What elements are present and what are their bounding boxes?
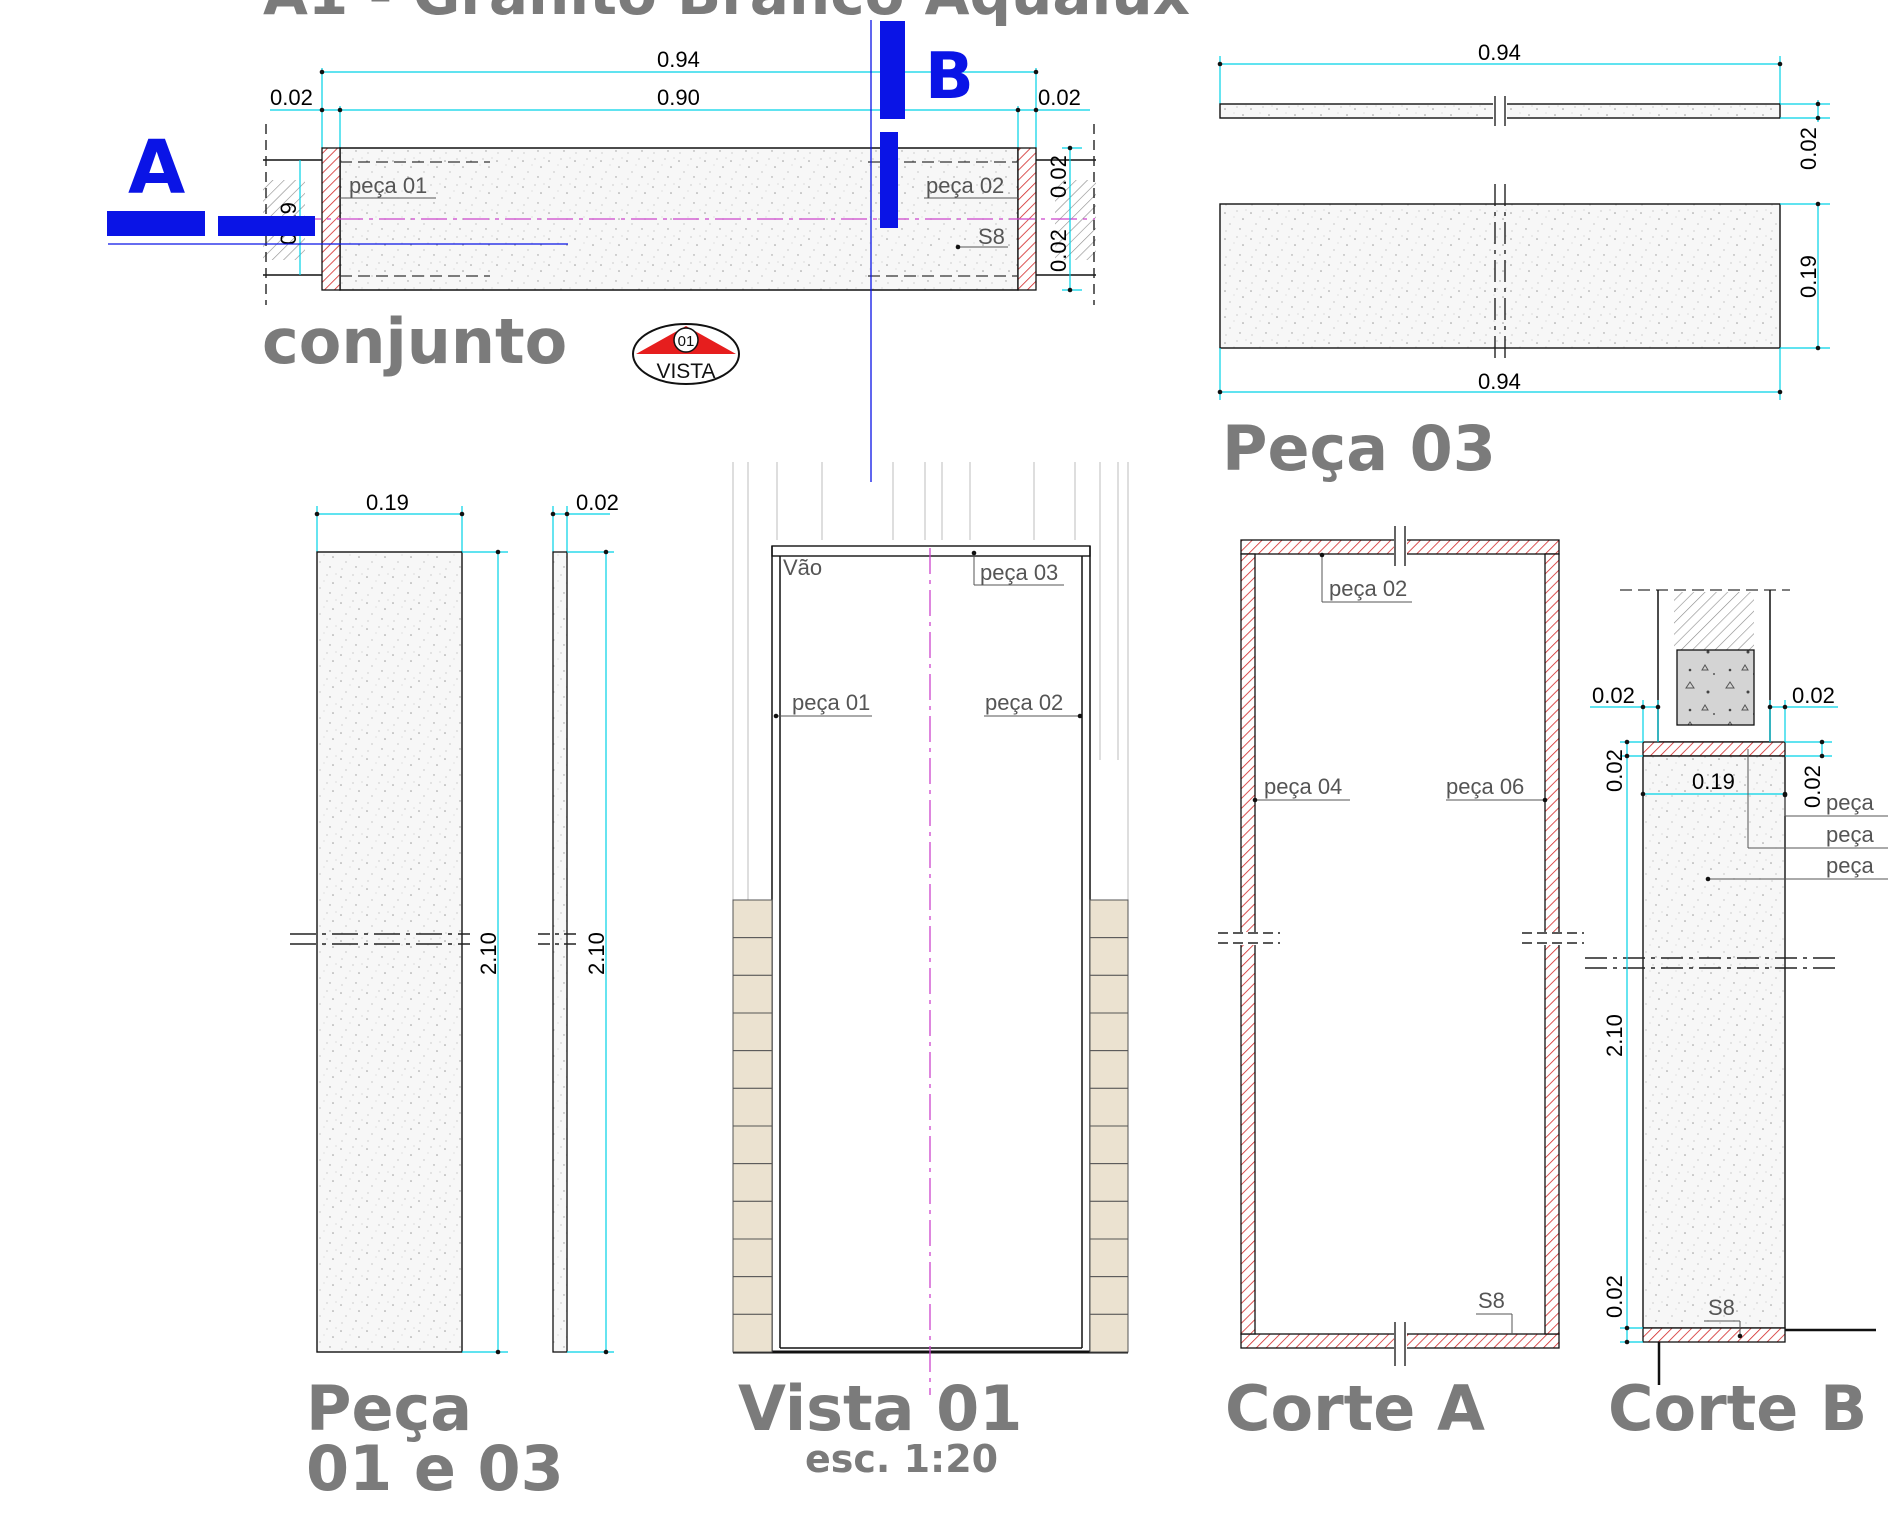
wall-tile bbox=[732, 937, 773, 976]
peca01e03-title-line2: 01 e 03 bbox=[306, 1432, 564, 1505]
conjunto-dim-side-bottom: 0.02 bbox=[1046, 229, 1071, 272]
tile-column-right bbox=[1089, 899, 1129, 1353]
conjunto-dim-inner: 0.90 bbox=[657, 85, 700, 110]
conjunto-dim-total: 0.94 bbox=[657, 47, 700, 72]
peca01e03-dim-height-b: 2.10 bbox=[584, 932, 609, 975]
wall-tile bbox=[1089, 1012, 1129, 1052]
section-marker-b-letter: B bbox=[925, 40, 974, 114]
section-marker-b-bar-top bbox=[880, 21, 905, 119]
conjunto-dim-right: 0.02 bbox=[1038, 85, 1081, 110]
corteA-label-peca02: peça 02 bbox=[1329, 576, 1407, 601]
wall-tile bbox=[1089, 974, 1129, 1014]
wall-tile bbox=[1089, 1238, 1129, 1278]
corteB-dim-top-v: 0.02 bbox=[1602, 749, 1627, 792]
vista01-scale: esc. 1:20 bbox=[805, 1437, 998, 1481]
wall-tile bbox=[732, 1313, 773, 1353]
wall-tile bbox=[732, 1200, 773, 1240]
section-marker-b-bar-bottom bbox=[880, 132, 898, 228]
corteA-section: peça 02 peça 04 peça 06 S8 Corte A bbox=[1218, 526, 1584, 1445]
vista01-title: Vista 01 bbox=[738, 1372, 1022, 1445]
peca03-dim-top: 0.94 bbox=[1478, 40, 1521, 65]
peca03-dim-bottom: 0.94 bbox=[1478, 369, 1521, 394]
vista-badge-word: VISTA bbox=[656, 360, 715, 383]
wall-tile bbox=[1089, 1125, 1129, 1165]
tile-column-left bbox=[732, 899, 773, 1353]
wall-tile bbox=[732, 1125, 773, 1165]
vista01-label-peca01: peça 01 bbox=[792, 690, 870, 715]
corteA-label-peca04: peça 04 bbox=[1264, 774, 1342, 799]
wall-tile bbox=[732, 1238, 773, 1278]
vista01-elevation: Vão peça 03 peça 01 peça 02 Vista 01 esc… bbox=[732, 462, 1129, 1481]
corteB-label-peca-1: peça bbox=[1826, 790, 1874, 815]
corteB-dim-right-v: 0.02 bbox=[1800, 765, 1825, 808]
peca01e03-detail: 0.19 2.10 0.02 2.10 Peça 01 e 03 bbox=[290, 490, 619, 1505]
peca01e03-dim-thickness: 0.02 bbox=[576, 490, 619, 515]
corteB-dim-right: 0.02 bbox=[1792, 683, 1835, 708]
peca03-dim-width: 0.19 bbox=[1796, 255, 1821, 298]
vista01-label-peca02: peça 02 bbox=[985, 690, 1063, 715]
peca01e03-dim-width: 0.19 bbox=[366, 490, 409, 515]
wall-tile bbox=[1089, 1163, 1129, 1202]
section-marker-a-bar-long bbox=[107, 211, 205, 236]
wall-tile bbox=[1089, 1087, 1129, 1127]
vista-badge: 01 VISTA bbox=[632, 323, 740, 385]
section-marker-a-letter: A bbox=[128, 125, 185, 211]
corteB-label-peca-3: peça bbox=[1826, 853, 1874, 878]
peca03-title: Peça 03 bbox=[1222, 412, 1496, 485]
corteA-title: Corte A bbox=[1225, 1372, 1485, 1445]
wall-tile bbox=[732, 1163, 773, 1202]
corteB-label-s8: S8 bbox=[1708, 1295, 1735, 1320]
wall-tile bbox=[732, 1276, 773, 1315]
wall-tile bbox=[1089, 1313, 1129, 1353]
wall-tile bbox=[1089, 899, 1129, 939]
corteB-dim-width: 0.19 bbox=[1692, 769, 1735, 794]
corteB-section: 0.02 0.02 0.19 0.02 2.10 0.02 0.02 peça … bbox=[1585, 589, 1888, 1445]
wall-tile bbox=[1089, 937, 1129, 976]
corteB-label-peca-2: peça bbox=[1826, 822, 1874, 847]
corteB-dim-height: 2.10 bbox=[1602, 1014, 1627, 1057]
conjunto-label-peca01: peça 01 bbox=[349, 173, 427, 198]
section-marker-a-bar-short bbox=[218, 216, 315, 236]
wall-tile bbox=[732, 1087, 773, 1127]
conjunto-title: conjunto bbox=[262, 305, 567, 378]
peca03-detail: 0.94 0.94 0.02 0.19 Peça 03 bbox=[1217, 40, 1830, 485]
wall-tile bbox=[732, 974, 773, 1014]
vista-badge-number: 01 bbox=[678, 333, 695, 350]
conjunto-label-s8: S8 bbox=[978, 224, 1005, 249]
wall-tile bbox=[1089, 1200, 1129, 1240]
conjunto-dim-side-top: 0.02 bbox=[1046, 155, 1071, 198]
wall-tile bbox=[732, 1012, 773, 1052]
peca01e03-title-line1: Peça bbox=[306, 1372, 472, 1445]
vista01-label-peca03: peça 03 bbox=[980, 560, 1058, 585]
corteB-dim-bottom: 0.02 bbox=[1602, 1275, 1627, 1318]
peca03-dim-thickness: 0.02 bbox=[1796, 127, 1821, 170]
corteA-label-peca06: peça 06 bbox=[1446, 774, 1524, 799]
vista01-label-vao: Vão bbox=[783, 555, 822, 580]
corteA-label-s8: S8 bbox=[1478, 1288, 1505, 1313]
conjunto-dim-left: 0.02 bbox=[270, 85, 313, 110]
wall-tile bbox=[732, 899, 773, 939]
corteB-dim-left: 0.02 bbox=[1592, 683, 1635, 708]
wall-tile bbox=[1089, 1276, 1129, 1315]
wall-tile bbox=[1089, 1050, 1129, 1089]
conjunto-plan: 0.94 0.90 0.02 0.02 peça 01 peça 02 S8 bbox=[107, 20, 1096, 482]
wall-tile bbox=[732, 1050, 773, 1089]
peca01e03-dim-height-a: 2.10 bbox=[476, 932, 501, 975]
corteB-title: Corte B bbox=[1608, 1372, 1867, 1445]
sheet-header-title: A1 - Granito Branco Aqualux bbox=[263, 0, 1190, 28]
conjunto-label-peca02: peça 02 bbox=[926, 173, 1004, 198]
